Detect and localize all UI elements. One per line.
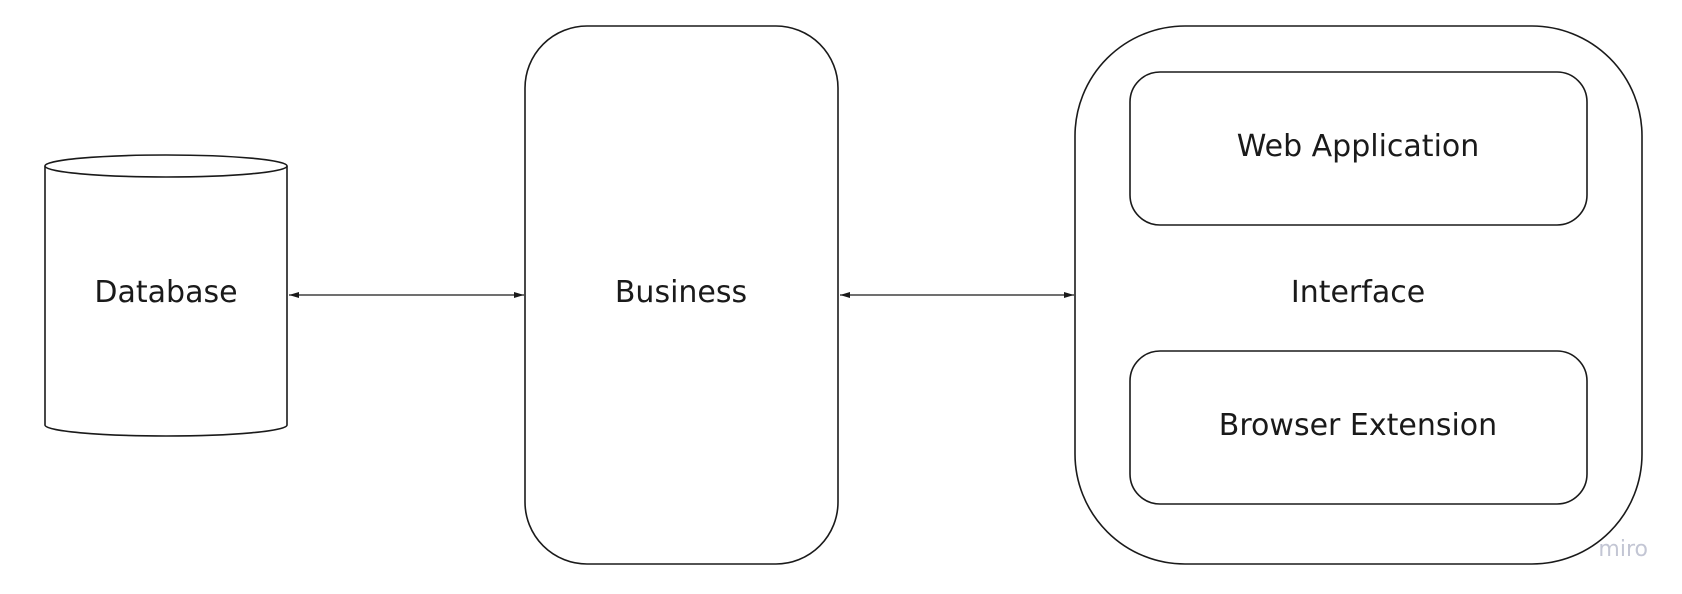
database-node[interactable]: Database [44,154,288,437]
database-cylinder-top [44,154,288,178]
web-application-box [1129,71,1588,226]
database-label: Database [94,275,237,310]
business-label: Business [615,275,747,310]
browser-extension-node[interactable]: Browser Extension [1129,350,1588,505]
database-cylinder-body [44,166,288,437]
browser-extension-box [1129,350,1588,505]
browser-extension-label: Browser Extension [1219,408,1497,443]
web-application-label: Web Application [1237,129,1480,164]
interface-label: Interface [1291,275,1425,310]
miro-watermark: miro [1598,537,1648,562]
interface-node[interactable]: Interface Web Application Browser Extens… [1074,25,1643,565]
business-box [524,25,839,565]
business-node[interactable]: Business [524,25,839,565]
web-application-node[interactable]: Web Application [1129,71,1588,226]
